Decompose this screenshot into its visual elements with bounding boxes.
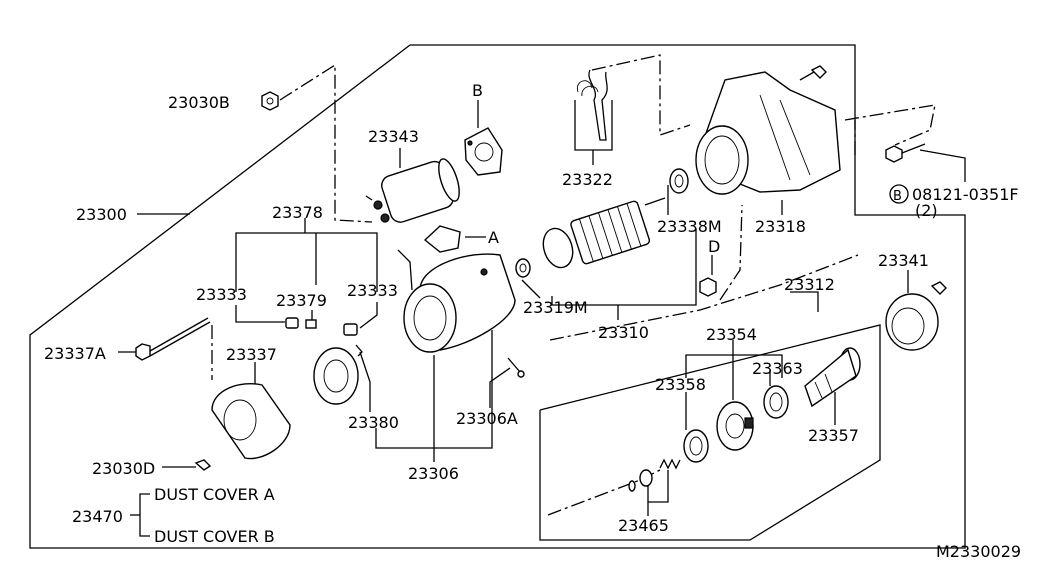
label-23380: 23380	[348, 413, 399, 432]
bearing-23338M	[669, 168, 689, 194]
label-23343: 23343	[368, 127, 419, 146]
brush-23333-right	[343, 323, 358, 336]
label-D: D	[708, 237, 720, 256]
brush-clip	[355, 344, 363, 357]
leader-lines	[118, 100, 966, 537]
label-23354: 23354	[706, 325, 757, 344]
label-23378: 23378	[272, 203, 323, 222]
through-bolt-23337A	[135, 317, 211, 361]
label-23312: 23312	[784, 275, 835, 294]
brush-23333-left	[285, 317, 299, 329]
gasket-B	[464, 127, 503, 176]
bolt-08121	[885, 143, 926, 163]
solenoid-23343	[365, 158, 460, 223]
pinion-shaft-23357	[804, 347, 861, 408]
label-23337A: 23337A	[44, 344, 106, 363]
gear-housing-23318	[695, 71, 841, 195]
rear-cover-23337	[211, 383, 291, 460]
label-23318: 23318	[755, 217, 806, 236]
label-23306: 23306	[408, 464, 459, 483]
part-labels: 23030B 23343 B 23322 23300 23378 A 23338…	[44, 81, 1021, 561]
dust-cover-23341	[885, 281, 947, 351]
label-23357: 23357	[808, 426, 859, 445]
assembly-boundary	[29, 44, 966, 549]
shift-lever-23322	[576, 69, 608, 141]
collar-23363	[763, 385, 789, 419]
label-23363: 23363	[752, 359, 803, 378]
screw-23030D	[194, 459, 212, 471]
label-23300: 23300	[76, 205, 127, 224]
armature-23310	[542, 197, 666, 269]
bolt-circle-letter: B	[893, 189, 902, 204]
nut-D	[699, 277, 717, 297]
figure-id: M2330029	[936, 542, 1021, 561]
nut-23030B	[261, 91, 279, 111]
washer-23319M	[515, 258, 531, 278]
label-23337: 23337	[226, 345, 277, 364]
label-23306A: 23306A	[456, 409, 518, 428]
pinion-23354	[716, 401, 754, 451]
label-23333-right: 23333	[347, 281, 398, 300]
label-bolt-qty: (2)	[915, 201, 938, 220]
label-23030B: 23030B	[168, 93, 230, 112]
label-23338M: 23338M	[657, 217, 722, 236]
phantom-lines	[211, 54, 936, 516]
part-A	[423, 225, 461, 253]
brush-spring-23379	[305, 319, 317, 329]
label-23379: 23379	[276, 291, 327, 310]
label-23030D: 23030D	[92, 459, 155, 478]
stop-ring-23358	[683, 429, 709, 463]
pinion-subassembly-boundary	[539, 324, 881, 541]
label-A: A	[488, 228, 499, 247]
label-23322: 23322	[562, 170, 613, 189]
label-23470: 23470	[72, 507, 123, 526]
yoke-23306	[397, 249, 516, 353]
label-23319M: 23319M	[523, 298, 588, 317]
label-B: B	[472, 81, 483, 100]
label-23333-left: 23333	[196, 285, 247, 304]
spring-set-23465	[628, 458, 681, 492]
label-dust-cover-b: DUST COVER B	[154, 527, 275, 546]
label-08121-0351F: 08121-0351F	[912, 185, 1019, 204]
screw-23306A	[507, 357, 525, 378]
housing-bolt	[799, 65, 827, 81]
label-23465: 23465	[618, 516, 669, 535]
label-23341: 23341	[878, 251, 929, 270]
label-23310: 23310	[598, 323, 649, 342]
label-dust-cover-a: DUST COVER A	[154, 485, 275, 504]
brush-holder-23380	[313, 347, 359, 405]
label-23358: 23358	[655, 375, 706, 394]
